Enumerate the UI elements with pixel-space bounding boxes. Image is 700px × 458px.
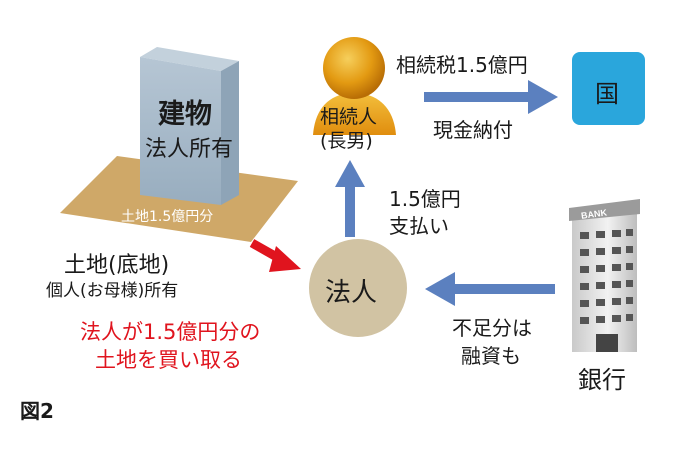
- loan-arrow: [425, 272, 555, 306]
- tax-method: 現金納付: [433, 118, 513, 142]
- corporation-label: 法人: [325, 278, 378, 308]
- heir-label-line2: (長男): [320, 130, 373, 152]
- building-owner: 法人所有: [145, 137, 234, 162]
- state-label: 国: [595, 80, 619, 108]
- land-share-label: 土地1.5億円分: [121, 209, 214, 225]
- person-icon: [313, 37, 396, 135]
- land-owner: 個人(お母様)所有: [46, 281, 179, 301]
- land-title: 土地(底地): [64, 253, 170, 278]
- state-box: [572, 52, 645, 125]
- tax-arrow: [424, 80, 558, 114]
- bank-sign: BANK: [580, 207, 608, 221]
- purchase-arrow: [249, 239, 301, 272]
- building-shape: [140, 47, 239, 205]
- bank-label: 銀行: [578, 366, 626, 394]
- payment-arrow: [335, 160, 365, 237]
- payment-line1: 1.5億円: [389, 187, 461, 211]
- heir-label-line1: 相続人: [320, 106, 378, 128]
- loan-line2: 融資も: [461, 344, 521, 368]
- bank-building-icon: [569, 199, 640, 352]
- tax-label: 相続税1.5億円: [396, 53, 528, 77]
- purchase-note-line1: 法人が1.5億円分の: [80, 320, 261, 344]
- corporation-circle: [309, 239, 407, 337]
- payment-line2: 支払い: [389, 214, 449, 238]
- loan-line1: 不足分は: [452, 316, 532, 340]
- purchase-note-line2: 土地を買い取る: [95, 348, 242, 372]
- figure-label: 図2: [20, 399, 54, 423]
- building-title: 建物: [158, 99, 212, 130]
